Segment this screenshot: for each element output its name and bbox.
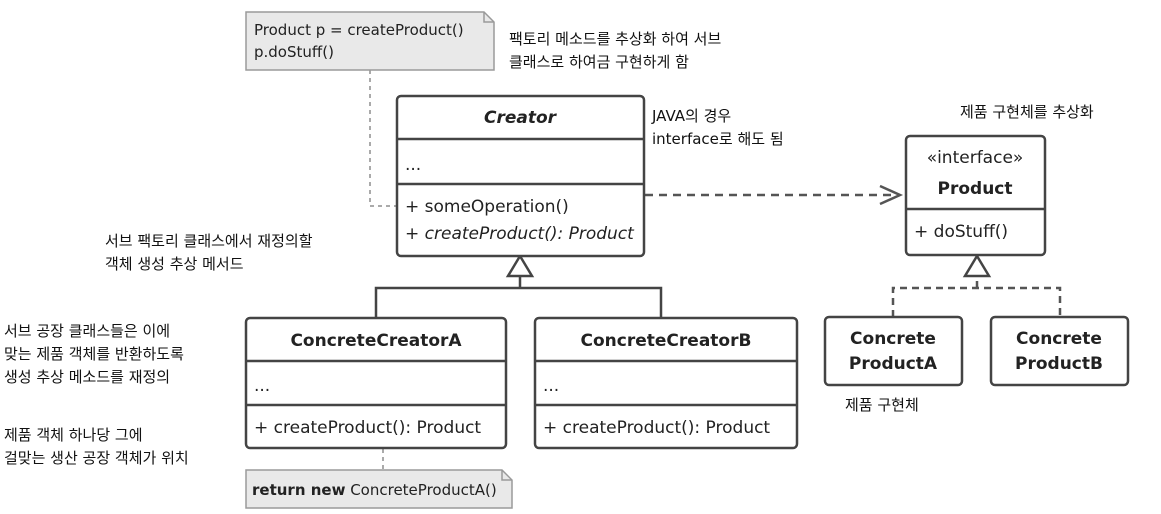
inheritance-triangle-creator [505, 253, 535, 278]
concrete-creator-a-name: ConcreteCreatorA [290, 331, 462, 351]
concrete-creator-a-fields: ... [254, 376, 270, 396]
creator-method-some-operation: + someOperation() [405, 197, 569, 217]
annotation-one-factory-per-product: 제품 객체 하나당 그에 걸맞는 생산 공장 객체가 위치 [4, 426, 189, 467]
concrete-creator-b-class: ConcreteCreatorB ... + createProduct(): … [533, 316, 799, 450]
concrete-creator-b-fields: ... [543, 376, 559, 396]
concrete-return-note: return new ConcreteProductA() [245, 469, 513, 509]
implementation-triangle-product [962, 253, 992, 278]
implementation-lines-products [891, 276, 1062, 317]
annotation-java-interface: JAVA의 경우 interface로 해도 됨 [652, 107, 784, 148]
concrete-creator-a-method: + createProduct(): Product [254, 418, 481, 438]
concrete-product-a-name: Concrete [850, 329, 936, 349]
concrete-product-b-class: Concrete ProductB [989, 315, 1130, 387]
creator-note-line: Product p = createProduct() [254, 21, 464, 39]
creator-method-create-product: + createProduct(): Product [405, 224, 635, 244]
creator-code-note: Product p = createProduct() p.doStuff() [245, 11, 495, 71]
concrete-product-a-class: Concrete ProductA [823, 315, 964, 387]
product-interface-name: Product [938, 179, 1013, 199]
creator-class-name: Creator [484, 108, 558, 128]
annotation-subfactory-override: 서브 팩토리 클래스에서 재정의할 객체 생성 추상 메서드 [105, 232, 313, 273]
creator-class: Creator ... + someOperation() + createPr… [395, 94, 646, 258]
concrete-note-text: return new ConcreteProductA() [252, 481, 497, 499]
annotation-subfactory-classes: 서브 공장 클래스들은 이에 맞는 제품 객체를 반환하도록 생성 추상 메소드… [4, 322, 184, 386]
product-stereotype: «interface» [927, 148, 1024, 168]
annotation-product-impl: 제품 구현체 [845, 396, 919, 414]
dependency-arrow-head [879, 184, 904, 206]
annotation-product-abstract: 제품 구현체를 추상화 [960, 103, 1094, 121]
concrete-creator-b-method: + createProduct(): Product [543, 418, 770, 438]
creator-fields: ... [405, 155, 421, 175]
concrete-creator-a-class: ConcreteCreatorA ... + createProduct(): … [244, 316, 508, 450]
concrete-product-b-name: ProductB [1015, 354, 1103, 374]
product-interface: «interface» Product + doStuff() [904, 134, 1047, 257]
inheritance-lines-creators [374, 276, 663, 318]
concrete-creator-b-name: ConcreteCreatorB [581, 331, 752, 351]
product-method-do-stuff: + doStuff() [914, 222, 1008, 242]
creator-note-line: p.doStuff() [254, 43, 334, 61]
concrete-product-b-name: Concrete [1016, 329, 1102, 349]
creator-note-connector [369, 70, 397, 207]
annotation-factory-abstract: 팩토리 메소드를 추상화 하여 서브 클래스로 하여금 구현하게 함 [509, 30, 722, 71]
concrete-product-a-name: ProductA [849, 354, 938, 374]
